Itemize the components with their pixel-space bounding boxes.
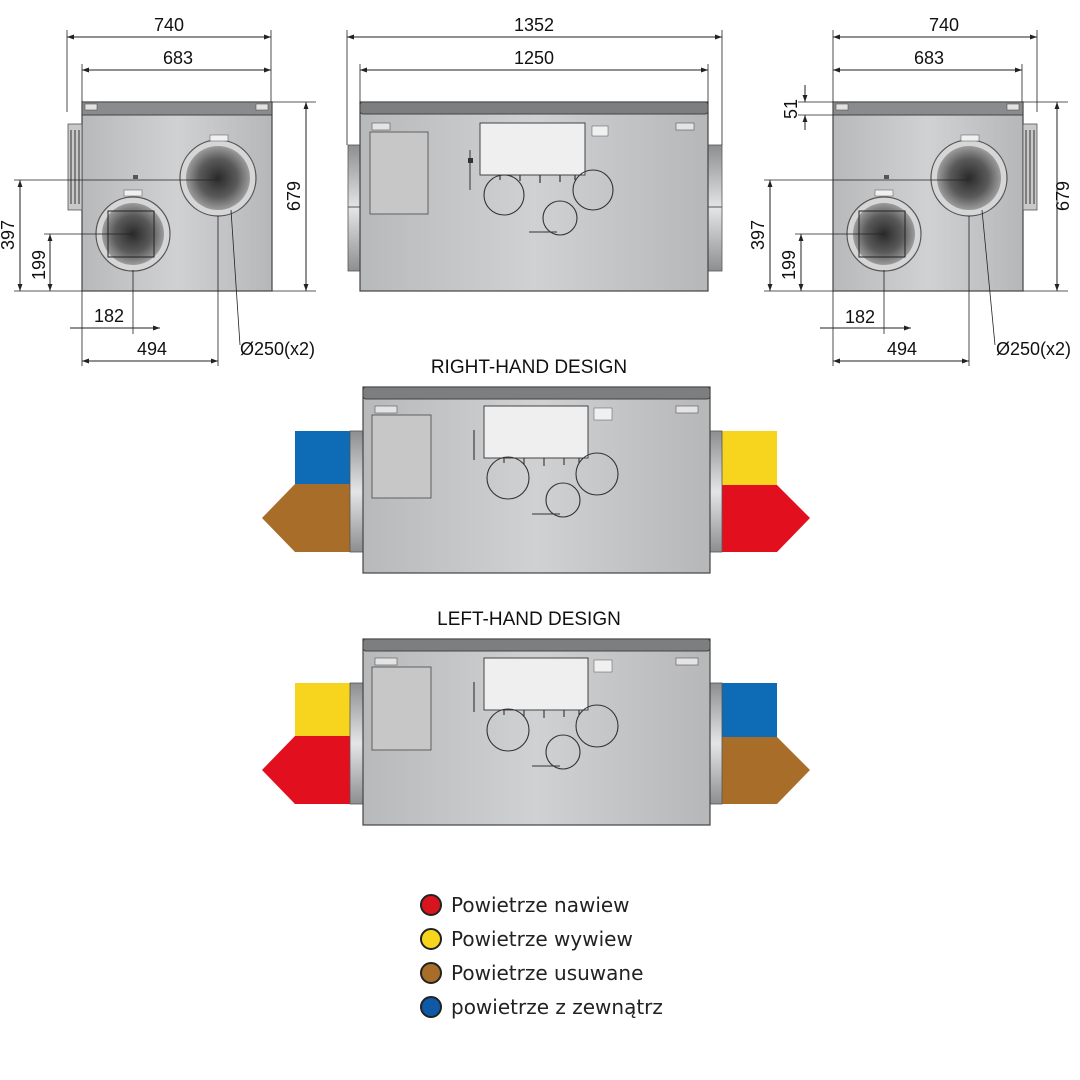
label-plate (593, 407, 613, 421)
dim-duct: Ø250(x2) (240, 339, 315, 359)
dim-height: 679 (1053, 181, 1073, 211)
unit-top-rail (362, 638, 711, 652)
legend-swatch (420, 928, 442, 950)
legend-label: powietrze z zewnątrz (451, 995, 663, 1019)
dim-offset-small: 182 (94, 306, 124, 326)
legend-item: Powietrze wywiew (420, 922, 663, 956)
dim-overall-length: 1352 (514, 15, 554, 35)
legend-swatch (420, 962, 442, 984)
access-panel (371, 414, 432, 499)
legend-swatch (420, 894, 442, 916)
cable-lines (473, 682, 580, 767)
dim-inner-length: 1250 (514, 48, 554, 68)
design-views: RIGHT-HAND DESIGN LEFT-HAND DESIGN (262, 357, 810, 826)
legend-item: Powietrze nawiew (420, 888, 663, 922)
dim-duct: Ø250(x2) (996, 339, 1071, 359)
technical-drawing: 740 683 679 397 199 182 494 Ø250(x2) (0, 15, 1073, 826)
air-arrow-right-bottom (722, 485, 810, 552)
cable-coil (545, 734, 581, 770)
dim-offset-large: 494 (887, 339, 917, 359)
unit-handle (675, 657, 699, 666)
dim-top-height: 51 (781, 99, 801, 119)
cable-coil (486, 708, 530, 752)
dim-height: 679 (284, 181, 304, 211)
legend: Powietrze nawiew Powietrze wywiew Powiet… (420, 888, 663, 1024)
cable-lines (473, 430, 580, 515)
unit-handle (374, 405, 398, 414)
unit-handle (675, 405, 699, 414)
label-plate (593, 659, 613, 673)
air-block-right-top (722, 431, 777, 485)
design-view: RIGHT-HAND DESIGN (262, 357, 810, 574)
dim-center-high: 397 (0, 220, 18, 250)
cable-coil (575, 452, 619, 496)
dim-center-low: 199 (29, 250, 49, 280)
cable-coil (486, 456, 530, 500)
legend-label: Powietrze nawiew (451, 893, 630, 917)
side-view-left: 740 683 51 679 397 199 182 494 Ø250(x2) (748, 15, 1073, 366)
control-box (483, 657, 589, 711)
side-view-right: 740 683 679 397 199 182 494 Ø250(x2) (0, 15, 316, 366)
dim-center-low: 199 (779, 250, 799, 280)
air-block-right-top (722, 683, 777, 737)
spigot-left (349, 682, 365, 805)
dim-center-high: 397 (748, 220, 768, 250)
design-title: RIGHT-HAND DESIGN (431, 357, 627, 378)
legend-swatch (420, 996, 442, 1018)
spigot-left (349, 430, 365, 553)
front-view: 1352 1250 (346, 15, 723, 292)
legend-item: Powietrze usuwane (420, 956, 663, 990)
legend-item: powietrze z zewnątrz (420, 990, 663, 1024)
air-arrow-left-bottom (262, 736, 350, 804)
control-box (483, 405, 589, 459)
dim-inner-width: 683 (914, 48, 944, 68)
dim-offset-large: 494 (137, 339, 167, 359)
air-arrow-right-bottom (722, 737, 810, 804)
unit-handle (374, 657, 398, 666)
dim-inner-width: 683 (163, 48, 193, 68)
dim-overall-width: 740 (154, 15, 184, 35)
air-arrow-left-bottom (262, 484, 350, 552)
design-title: LEFT-HAND DESIGN (437, 609, 621, 630)
dim-overall-width: 740 (929, 15, 959, 35)
cable-coil (575, 704, 619, 748)
unit-top-rail (362, 386, 711, 400)
access-panel (371, 666, 432, 751)
dim-offset-small: 182 (845, 307, 875, 327)
legend-label: Powietrze usuwane (451, 961, 644, 985)
design-view: LEFT-HAND DESIGN (262, 609, 810, 826)
legend-label: Powietrze wywiew (451, 927, 633, 951)
cable-coil (545, 482, 581, 518)
